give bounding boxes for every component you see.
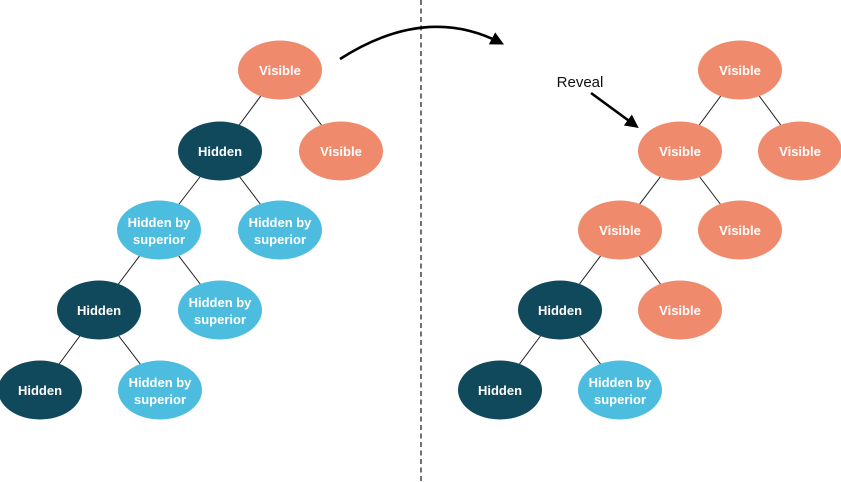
node-label: Hidden	[77, 303, 121, 318]
node-ellipse	[118, 360, 202, 420]
tree-node-hidden: Hidden	[518, 280, 602, 340]
tree-node-visible: Visible	[758, 121, 841, 181]
node-ellipse	[238, 40, 322, 100]
tree-node-visible: Visible	[238, 40, 322, 100]
right-tree: Visible Visible Visible Visible Visible …	[458, 40, 841, 420]
node-label: Visible	[320, 144, 362, 159]
node-ellipse	[698, 200, 782, 260]
tree-node-hidden: Hidden	[178, 121, 262, 181]
node-ellipse	[758, 121, 841, 181]
node-label: Visible	[259, 63, 301, 78]
node-label: Hidden	[538, 303, 582, 318]
tree-node-visible: Visible	[578, 200, 662, 260]
node-ellipse	[57, 280, 141, 340]
tree-node-visible: Visible	[299, 121, 383, 181]
node-ellipse	[698, 40, 782, 100]
tree-node-visible: Visible	[698, 40, 782, 100]
node-ellipse	[178, 280, 262, 340]
node-ellipse	[638, 280, 722, 340]
tree-node-visible: Visible	[638, 280, 722, 340]
node-ellipse	[578, 200, 662, 260]
reveal-annotation: Reveal	[557, 74, 639, 128]
tree-node-hidden: Hidden	[0, 360, 82, 420]
tree-node-hidden: Hidden	[458, 360, 542, 420]
node-label: Visible	[659, 303, 701, 318]
node-ellipse	[0, 360, 82, 420]
reveal-label: Reveal	[557, 74, 604, 91]
node-ellipse	[578, 360, 662, 420]
node-label: Hidden	[198, 144, 242, 159]
node-label: Visible	[719, 63, 761, 78]
node-ellipse	[638, 121, 722, 181]
node-ellipse	[117, 200, 201, 260]
node-ellipse	[178, 121, 262, 181]
node-label: Hidden	[18, 383, 62, 398]
node-label: Visible	[719, 223, 761, 238]
transform-arrow	[339, 25, 504, 61]
node-label: Visible	[599, 223, 641, 238]
node-label: Hidden	[478, 383, 522, 398]
node-ellipse	[458, 360, 542, 420]
reveal-arrow	[590, 91, 639, 128]
tree-node-visible: Visible	[638, 121, 722, 181]
tree-node-hidden: Hidden	[57, 280, 141, 340]
node-label: Visible	[659, 144, 701, 159]
tree-node-visible: Visible	[698, 200, 782, 260]
node-ellipse	[299, 121, 383, 181]
node-ellipse	[238, 200, 322, 260]
node-label: Visible	[779, 144, 821, 159]
node-ellipse	[518, 280, 602, 340]
